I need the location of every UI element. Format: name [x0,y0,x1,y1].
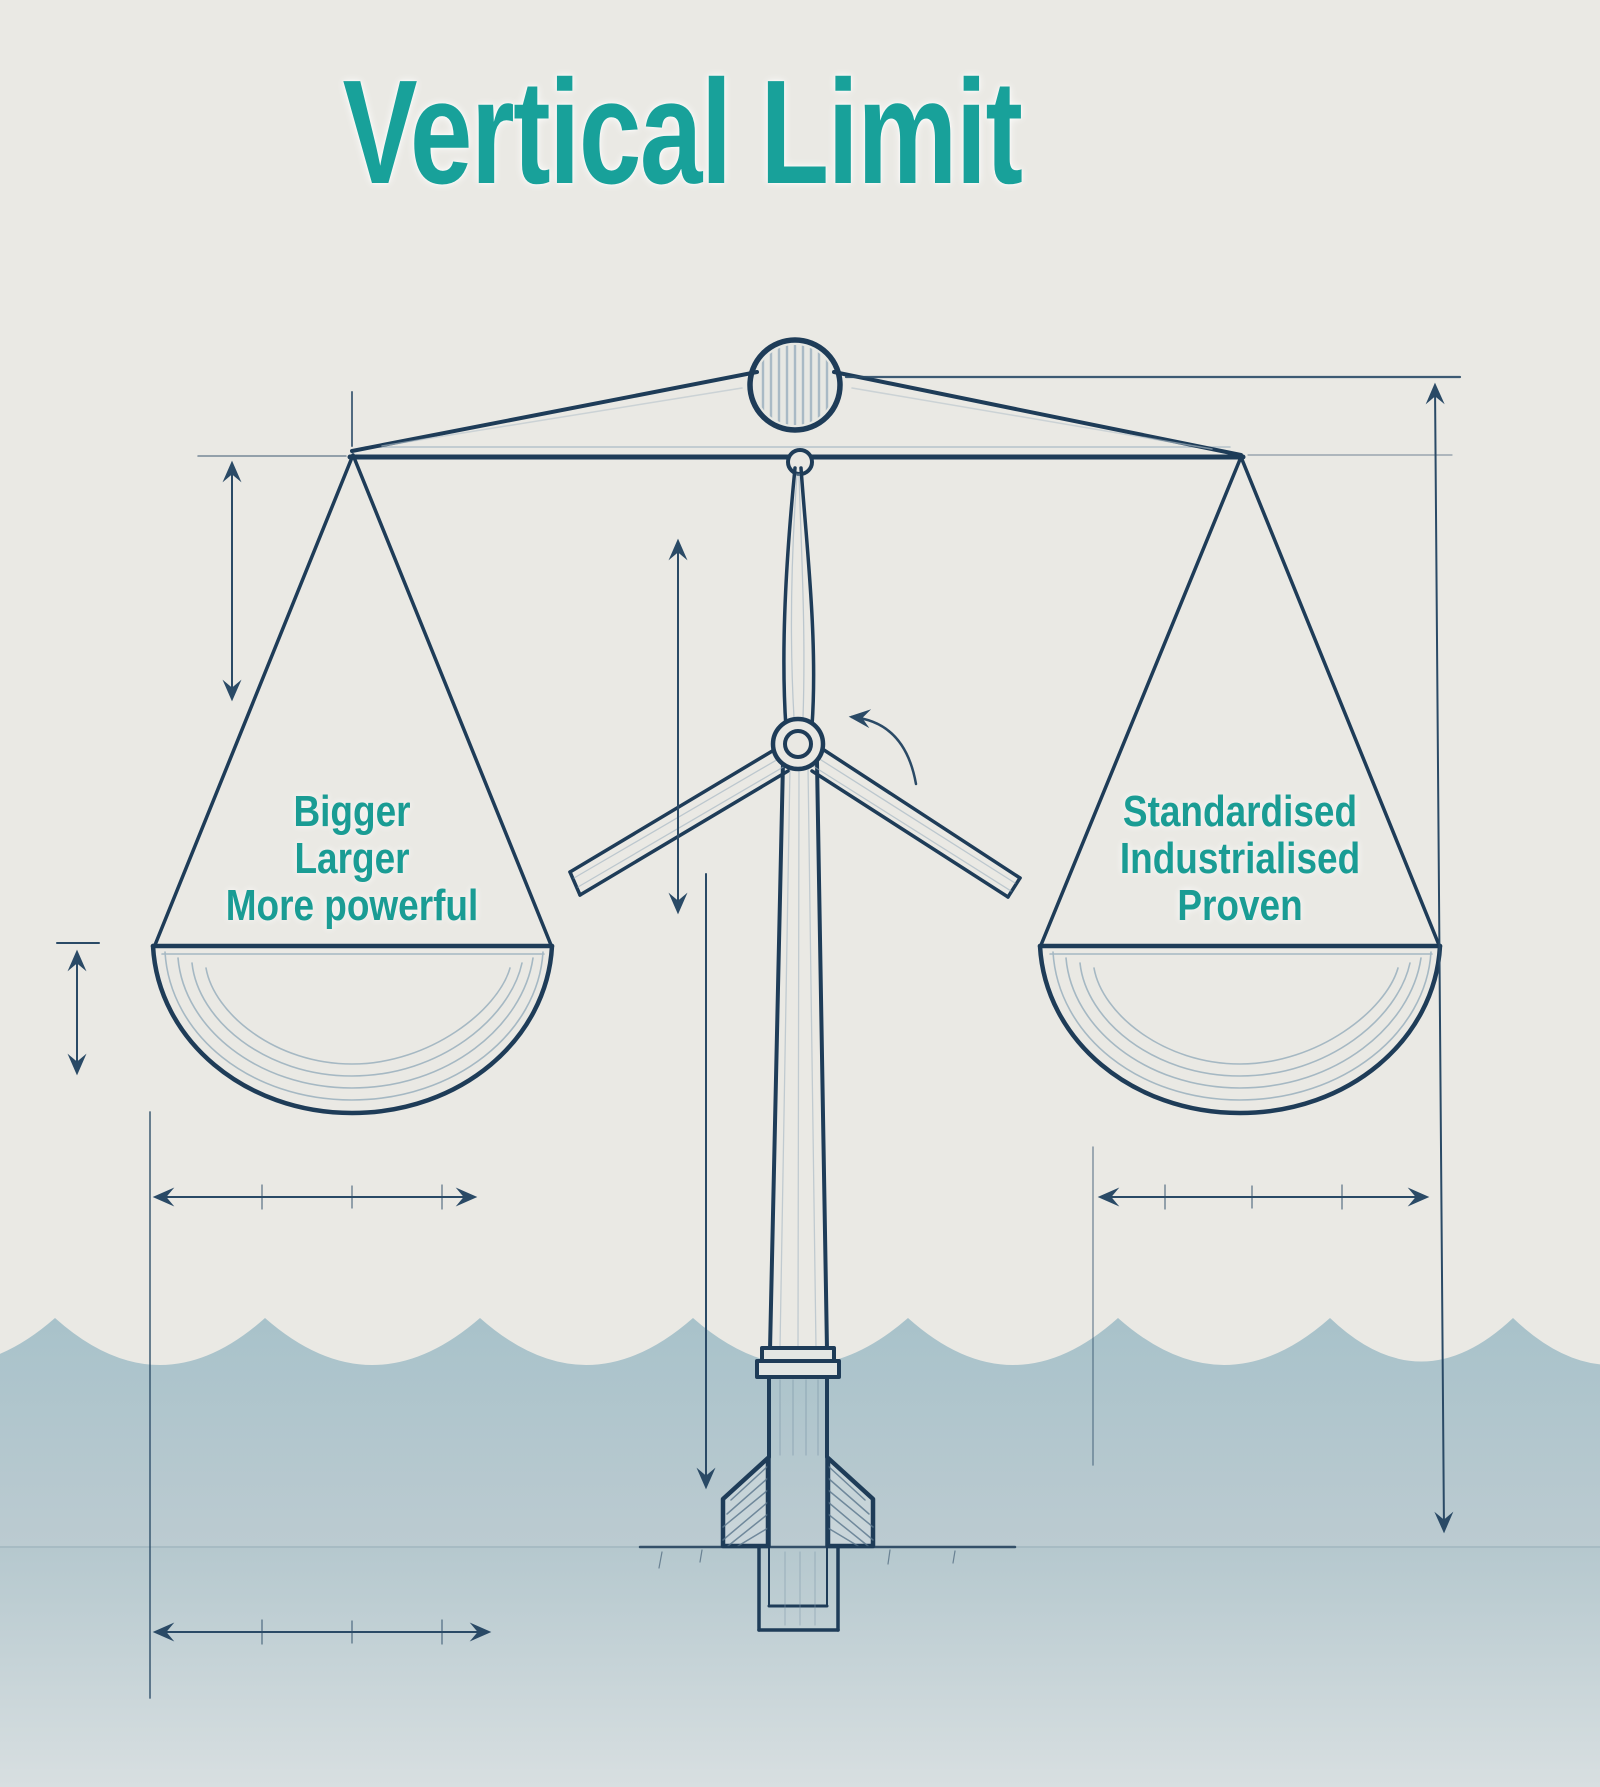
right-pan-label: Standardised Industrialised Proven [1120,788,1360,929]
turbine-blade-up [782,466,816,730]
seabed-band [0,1546,1600,1787]
dim-pan-width-right [1097,1184,1430,1210]
tower-flange [755,1346,841,1459]
left-pan-line-2: Larger [294,834,410,883]
foundation [720,1455,876,1632]
turbine-hub [770,716,826,772]
left-pan-label: Bigger Larger More powerful [226,788,479,929]
seabed-line [638,1545,1017,1569]
page-title: Vertical Limit [342,50,1023,215]
right-pan-string-left [1039,455,1243,947]
left-pan-line-1: Bigger [293,787,411,836]
sea-water [0,1318,1600,1787]
right-pan-line-3: Proven [1177,881,1303,930]
foundation-buried [757,1546,840,1632]
right-pan [1037,455,1443,1116]
dimension-lines [56,375,1462,1699]
wind-turbine [568,466,1022,1632]
dim-pan-width-left [152,1184,478,1210]
turbine-tower [768,760,829,1352]
rotation-arrow [848,709,918,786]
right-pan-line-2: Industrialised [1119,834,1361,883]
dim-total-height [1425,382,1454,1534]
left-pan-string-right [351,453,553,947]
right-pan-line-1: Standardised [1122,787,1358,836]
balance-beam [347,370,1246,476]
right-pan-string-right [1239,455,1441,947]
fulcrum-wheel [747,337,843,433]
dim-seabed-width [152,1619,492,1645]
left-pan-string-left [153,453,355,947]
turbine-blade-right [810,748,1022,899]
left-pan [150,453,555,1116]
left-pan-line-3: More powerful [225,881,479,930]
